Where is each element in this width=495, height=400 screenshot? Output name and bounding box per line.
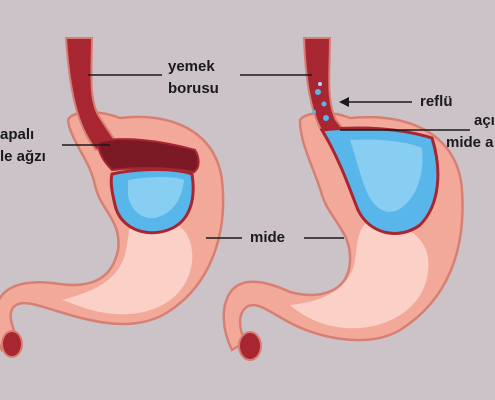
reflux-arrow-head [339,97,349,107]
left-stomach [0,37,225,358]
reflux-bubble [323,115,329,121]
left-stomach-highlight [62,215,193,315]
left-closed-sphincter [96,138,200,174]
right-stomach [222,37,464,361]
right-stomach-highlight [290,222,429,329]
right-acid-highlight [350,139,423,212]
right-pylorus-ring [238,331,262,361]
reflux-bubble [321,101,327,107]
closed-sphincter-label-line2: le ağzı [0,148,46,165]
reflux-bubble [318,82,322,86]
closed-sphincter-label-line1: apalı [0,126,35,143]
esophagus-label-line1: yemek [168,58,215,75]
open-sphincter-label-line1: açı [474,112,495,129]
reflux-label: reflü [420,93,453,110]
open-sphincter-label-line2: mide a [446,134,494,151]
left-acid-highlight [128,177,184,219]
leader-lines [62,74,470,239]
stomach-label: mide [250,229,286,246]
reflux-bubble [312,110,316,114]
left-pylorus-ring [1,330,23,358]
reflux-bubble [315,89,321,95]
esophagus-label-line2: borusu [168,80,219,97]
